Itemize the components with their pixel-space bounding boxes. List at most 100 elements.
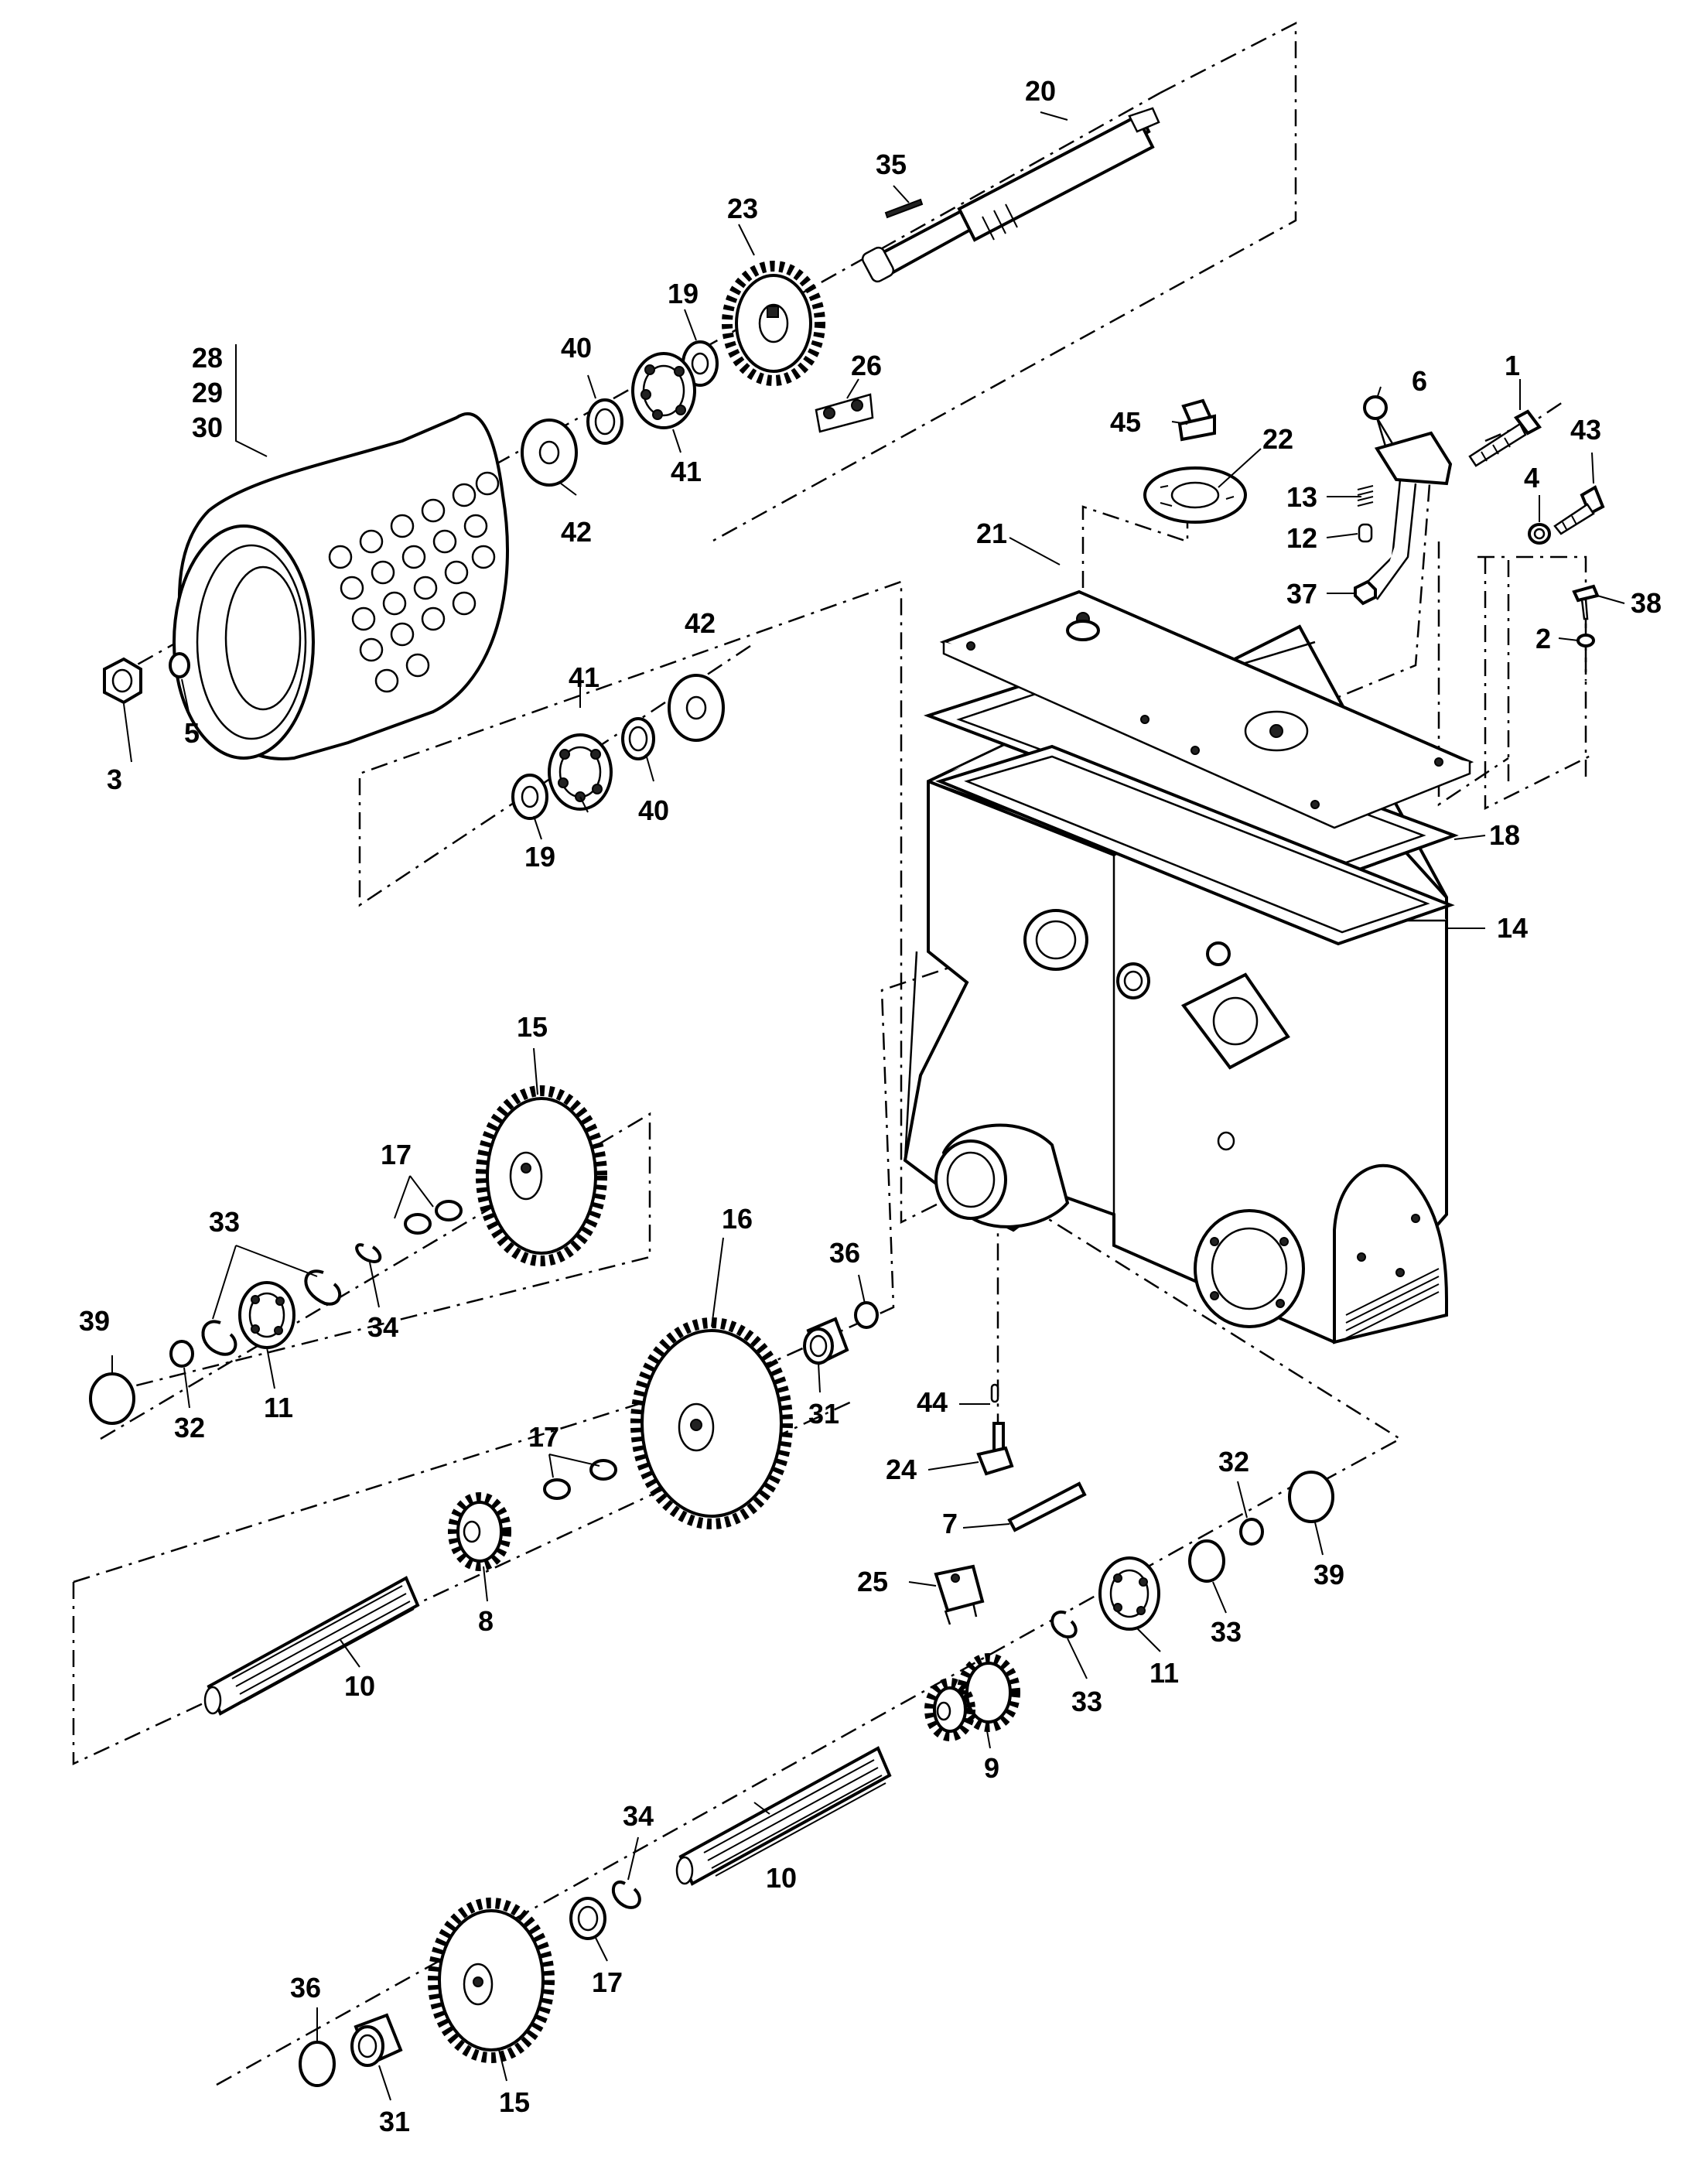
- callout-39-lower: 39: [1313, 1559, 1344, 1590]
- gear-part-15-upper: [476, 1085, 607, 1266]
- rod-part-7: [1007, 1481, 1087, 1532]
- callout-1: 1: [1505, 350, 1520, 381]
- callout-labels: 1 2 3 4 5 6 7 8 9 10 10 11 11 12 13 14 1…: [79, 75, 1662, 2137]
- callout-16: 16: [722, 1203, 753, 1235]
- callout-34-upper: 34: [367, 1311, 398, 1343]
- callout-30: 30: [192, 412, 223, 443]
- washer-part-2: [1576, 634, 1595, 647]
- callout-10-upper: 10: [344, 1670, 375, 1702]
- circlip-part-32-upper: [169, 1340, 194, 1368]
- lever-part-6: [1361, 395, 1453, 600]
- circlip-part-34-lower: [611, 1881, 641, 1909]
- circlip-part-33-lower-a: [1050, 1610, 1078, 1638]
- oring-part-36-lower: [299, 2041, 336, 2087]
- callout-35: 35: [876, 149, 907, 180]
- washers-part-17-upper: [404, 1200, 463, 1235]
- callout-18: 18: [1489, 819, 1520, 851]
- cover-disc-part-22: [1143, 466, 1247, 524]
- cap-part-39-upper: [89, 1372, 135, 1425]
- callout-22: 22: [1262, 423, 1293, 455]
- sprocket-part-23: [722, 261, 825, 386]
- plug-part-45: [1177, 398, 1216, 442]
- nut-washer-parts-3-5: [103, 652, 190, 705]
- clip-part-25: [934, 1564, 985, 1625]
- circlip-part-33-upper: [201, 1269, 342, 1356]
- callout-28: 28: [192, 342, 223, 374]
- pinion-part-8: [448, 1492, 511, 1571]
- callout-40-upper: 40: [561, 332, 592, 364]
- bolt-part-43: [1553, 485, 1605, 535]
- shaft-part-20: [861, 107, 1160, 283]
- shaft-part-10-lower: [675, 1746, 892, 1886]
- callout-40-lower: 40: [638, 794, 669, 826]
- callout-39-upper: 39: [79, 1305, 110, 1337]
- upper-bearing-group: [521, 340, 719, 487]
- spiked-roller-part-28-29-30: [173, 412, 509, 760]
- washer-part-4: [1528, 523, 1551, 545]
- callout-33-upper: 33: [209, 1206, 240, 1238]
- callout-15-upper: 15: [517, 1011, 548, 1043]
- callout-38: 38: [1631, 587, 1662, 619]
- lower-bearing-group: [511, 674, 725, 820]
- callout-9: 9: [984, 1752, 999, 1784]
- gear-part-16: [630, 1317, 793, 1529]
- callout-45: 45: [1110, 406, 1141, 438]
- callout-41-upper: 41: [671, 456, 702, 487]
- double-gear-part-9: [924, 1653, 1020, 1741]
- chain-link-part-26: [815, 393, 874, 433]
- gear-part-15-lower: [428, 1898, 555, 2063]
- pin-part-44: [990, 1383, 999, 1403]
- shaft-part-10-upper: [203, 1576, 420, 1716]
- bolt-part-1: [1468, 409, 1542, 467]
- callout-17-center: 17: [528, 1421, 559, 1453]
- bearing-part-11-upper: [238, 1281, 295, 1349]
- callout-36-lower: 36: [290, 1972, 321, 2004]
- sleeve-part-31-center: [803, 1317, 849, 1365]
- callout-21: 21: [976, 518, 1007, 549]
- callout-13: 13: [1286, 481, 1317, 513]
- circlip-part-32-lower: [1239, 1518, 1264, 1546]
- callout-8: 8: [478, 1605, 494, 1637]
- callout-25: 25: [857, 1566, 888, 1597]
- sleeve-part-31-lower: [350, 2013, 403, 2067]
- gasket-part-18: [923, 678, 1459, 946]
- callout-44: 44: [917, 1386, 948, 1418]
- washers-part-17-center: [543, 1459, 617, 1500]
- oring-part-36-center: [854, 1301, 879, 1329]
- callout-42-lower: 42: [685, 607, 716, 639]
- screw-part-38: [1572, 584, 1600, 620]
- callout-11-lower: 11: [1149, 1657, 1179, 1689]
- callout-14: 14: [1497, 912, 1528, 944]
- washer-part-17-lower: [569, 1897, 606, 1940]
- roller-spikes: [328, 471, 500, 693]
- callout-33-lower-b: 33: [1211, 1616, 1242, 1648]
- key-part-35: [884, 198, 924, 219]
- callout-10-lower: 10: [766, 1862, 797, 1894]
- callout-31-center: 31: [808, 1398, 839, 1430]
- callout-17-upper: 17: [381, 1139, 412, 1170]
- callout-20: 20: [1025, 75, 1056, 107]
- callout-23: 23: [727, 193, 758, 224]
- callout-3: 3: [107, 764, 122, 795]
- callout-6: 6: [1412, 365, 1427, 397]
- callout-12: 12: [1286, 522, 1317, 554]
- cap-part-39-lower: [1288, 1471, 1334, 1523]
- callout-26: 26: [851, 350, 882, 381]
- callout-17-lower: 17: [592, 1966, 623, 1998]
- circlip-part-34-upper: [355, 1243, 382, 1263]
- spring-ball-nut-parts: [1354, 485, 1377, 606]
- lid-part-21: [939, 589, 1474, 829]
- callout-32-upper: 32: [174, 1412, 205, 1443]
- circlip-part-33-lower-b: [1188, 1539, 1225, 1583]
- bearing-part-11-lower: [1098, 1556, 1160, 1631]
- callout-19-upper: 19: [668, 278, 699, 309]
- callout-32-lower: 32: [1218, 1446, 1249, 1478]
- callout-29: 29: [192, 377, 223, 408]
- callout-36-center: 36: [829, 1237, 860, 1269]
- callout-34-lower: 34: [623, 1800, 654, 1832]
- callout-37: 37: [1286, 578, 1317, 610]
- callout-24: 24: [886, 1454, 917, 1485]
- callout-43: 43: [1570, 414, 1601, 446]
